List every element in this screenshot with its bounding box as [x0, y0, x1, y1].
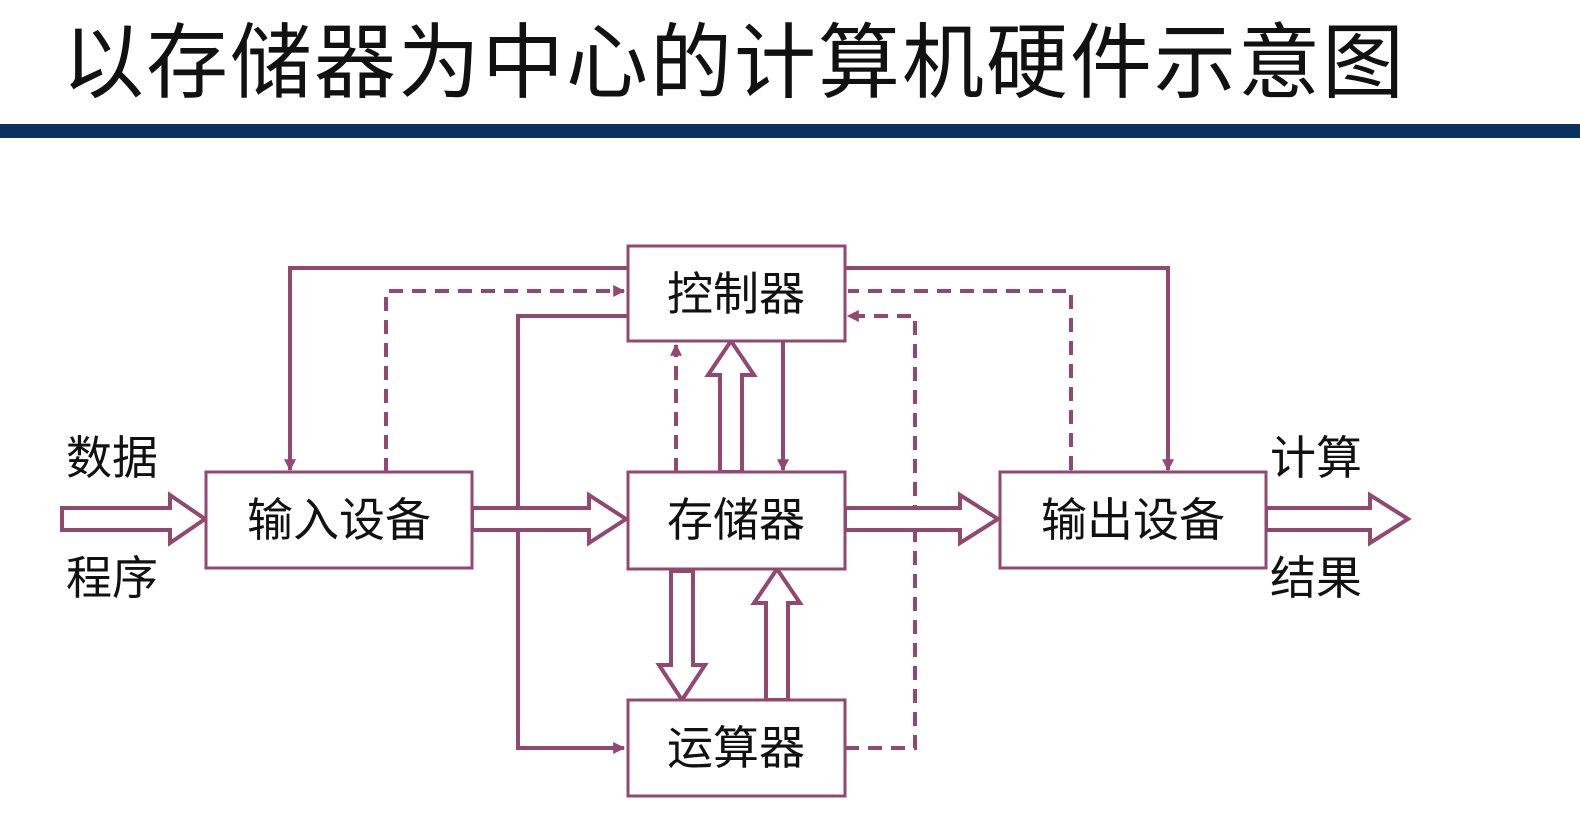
memory-label: 存储器 — [667, 493, 805, 547]
input-label-program: 程序 — [66, 551, 158, 605]
input-device-box — [204, 470, 474, 570]
data-arrows — [60, 337, 1412, 704]
controller-label: 控制器 — [667, 267, 805, 321]
side-labels: 数据 程序 计算 结果 — [66, 431, 1362, 605]
arrow-memory-to-controller — [704, 337, 758, 474]
output-device-label: 输出设备 — [1041, 493, 1225, 547]
status-line-from-input — [384, 285, 626, 472]
controller-box — [626, 244, 847, 343]
arrow-input-to-memory — [470, 491, 630, 547]
arrow-memory-to-alu — [655, 569, 709, 704]
control-line-to-output — [845, 266, 1174, 472]
title-divider — [0, 124, 1580, 138]
control-line-to-input — [284, 266, 628, 472]
status-line-from-output — [848, 289, 1077, 481]
arrow-result-out — [1264, 491, 1412, 547]
arrow-alu-to-memory — [750, 565, 804, 702]
alu-label: 运算器 — [667, 721, 805, 775]
arrow-memory-to-output — [843, 491, 1002, 547]
output-label-compute: 计算 — [1270, 431, 1362, 485]
output-label-result: 结果 — [1270, 551, 1362, 605]
memory-box — [626, 470, 847, 571]
box-labels: 控制器 输入设备 存储器 运算器 输出设备 — [247, 267, 1225, 775]
boxes — [204, 244, 1268, 798]
output-device-box — [998, 470, 1268, 570]
input-device-label: 输入设备 — [247, 493, 431, 547]
arrow-data-in — [60, 491, 209, 547]
alu-box — [626, 698, 847, 798]
page-title: 以存储器为中心的计算机硬件示意图 — [62, 16, 1407, 111]
input-label-data: 数据 — [66, 431, 158, 485]
